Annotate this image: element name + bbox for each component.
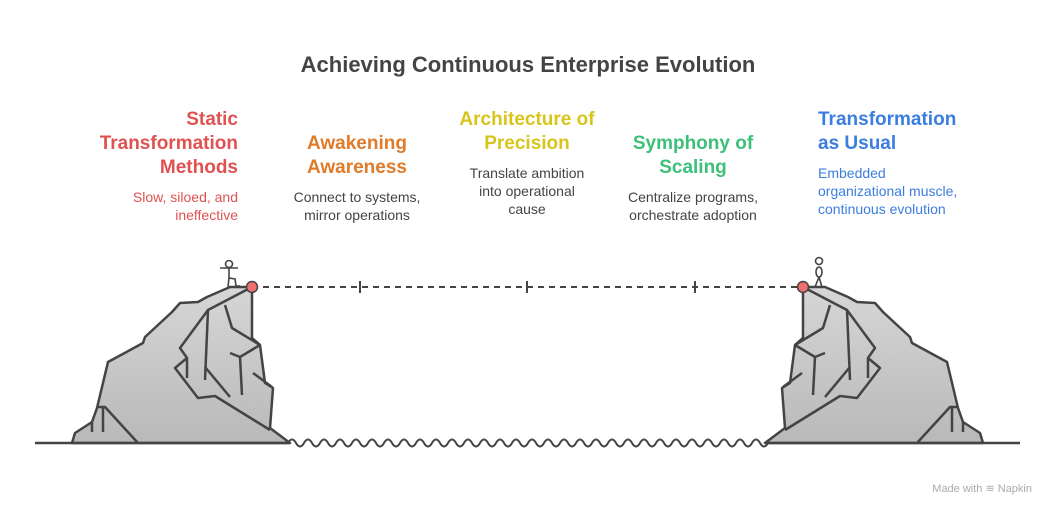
stage-static-transformation: Static Transformation Methods Slow, silo… [48,108,238,224]
stage-title-line: Transformation [818,109,957,130]
stage-title: Static Transformation Methods [48,108,238,180]
diagram-title: Achieving Continuous Enterprise Evolutio… [300,52,756,77]
stage-desc-line: organizational muscle, [818,183,958,199]
stick-figure-standing-icon [814,256,824,288]
stage-description: Embedded organizational muscle, continuo… [818,164,1008,218]
stick-figure-stepping-icon [220,259,240,288]
stage-desc-line: into operational [479,183,575,199]
made-with-napkin-credit[interactable]: Made with ≋ Napkin [932,483,1032,495]
stage-title-line: Awakening [307,133,407,154]
stage-title: Symphony of Scaling [598,132,788,180]
stage-desc-line: Translate ambition [469,165,585,181]
stage-title: Architecture of Precision [432,108,622,156]
stage-desc-line: mirror operations [304,207,410,223]
stage-title-line: as Usual [818,133,897,154]
stage-desc-line: continuous evolution [818,201,946,217]
stage-description: Slow, siloed, and ineffective [48,188,238,224]
stage-title-line: Symphony of [632,133,754,154]
stage-desc-line: ineffective [175,207,238,223]
stage-title: Awakening Awareness [262,132,452,180]
stage-title-line: Scaling [659,157,727,178]
stage-title-line: Awareness [307,157,407,178]
stage-architecture-of-precision: Architecture of Precision Translate ambi… [432,108,622,218]
stage-title-line: Transformation [99,133,238,154]
stage-desc-line: cause [508,201,546,217]
start-marker [245,280,259,294]
stage-desc-line: orchestrate adoption [629,207,757,223]
stage-title-line: Methods [159,157,238,178]
stage-desc-line: Slow, siloed, and [132,189,238,205]
stage-description: Connect to systems, mirror operations [262,188,452,224]
left-cliff [70,285,292,445]
stage-description: Centralize programs, orchestrate adoptio… [598,188,788,224]
stage-desc-line: Connect to systems, [293,189,421,205]
water-wave [287,438,769,448]
end-marker [796,280,810,294]
stage-title: Transformation as Usual [818,108,1008,156]
stage-desc-line: Centralize programs, [628,189,758,205]
stage-desc-line: Embedded [818,165,886,181]
stage-title-line: Architecture of [459,109,595,130]
stage-symphony-of-scaling: Symphony of Scaling Centralize programs,… [598,132,788,224]
right-cliff [763,285,985,445]
stage-awakening-awareness: Awakening Awareness Connect to systems, … [262,132,452,224]
stage-title-line: Static [186,109,238,130]
stage-transformation-as-usual: Transformation as Usual Embedded organiz… [818,108,1008,218]
stage-description: Translate ambition into operational caus… [432,164,622,218]
stage-title-line: Precision [484,133,570,154]
